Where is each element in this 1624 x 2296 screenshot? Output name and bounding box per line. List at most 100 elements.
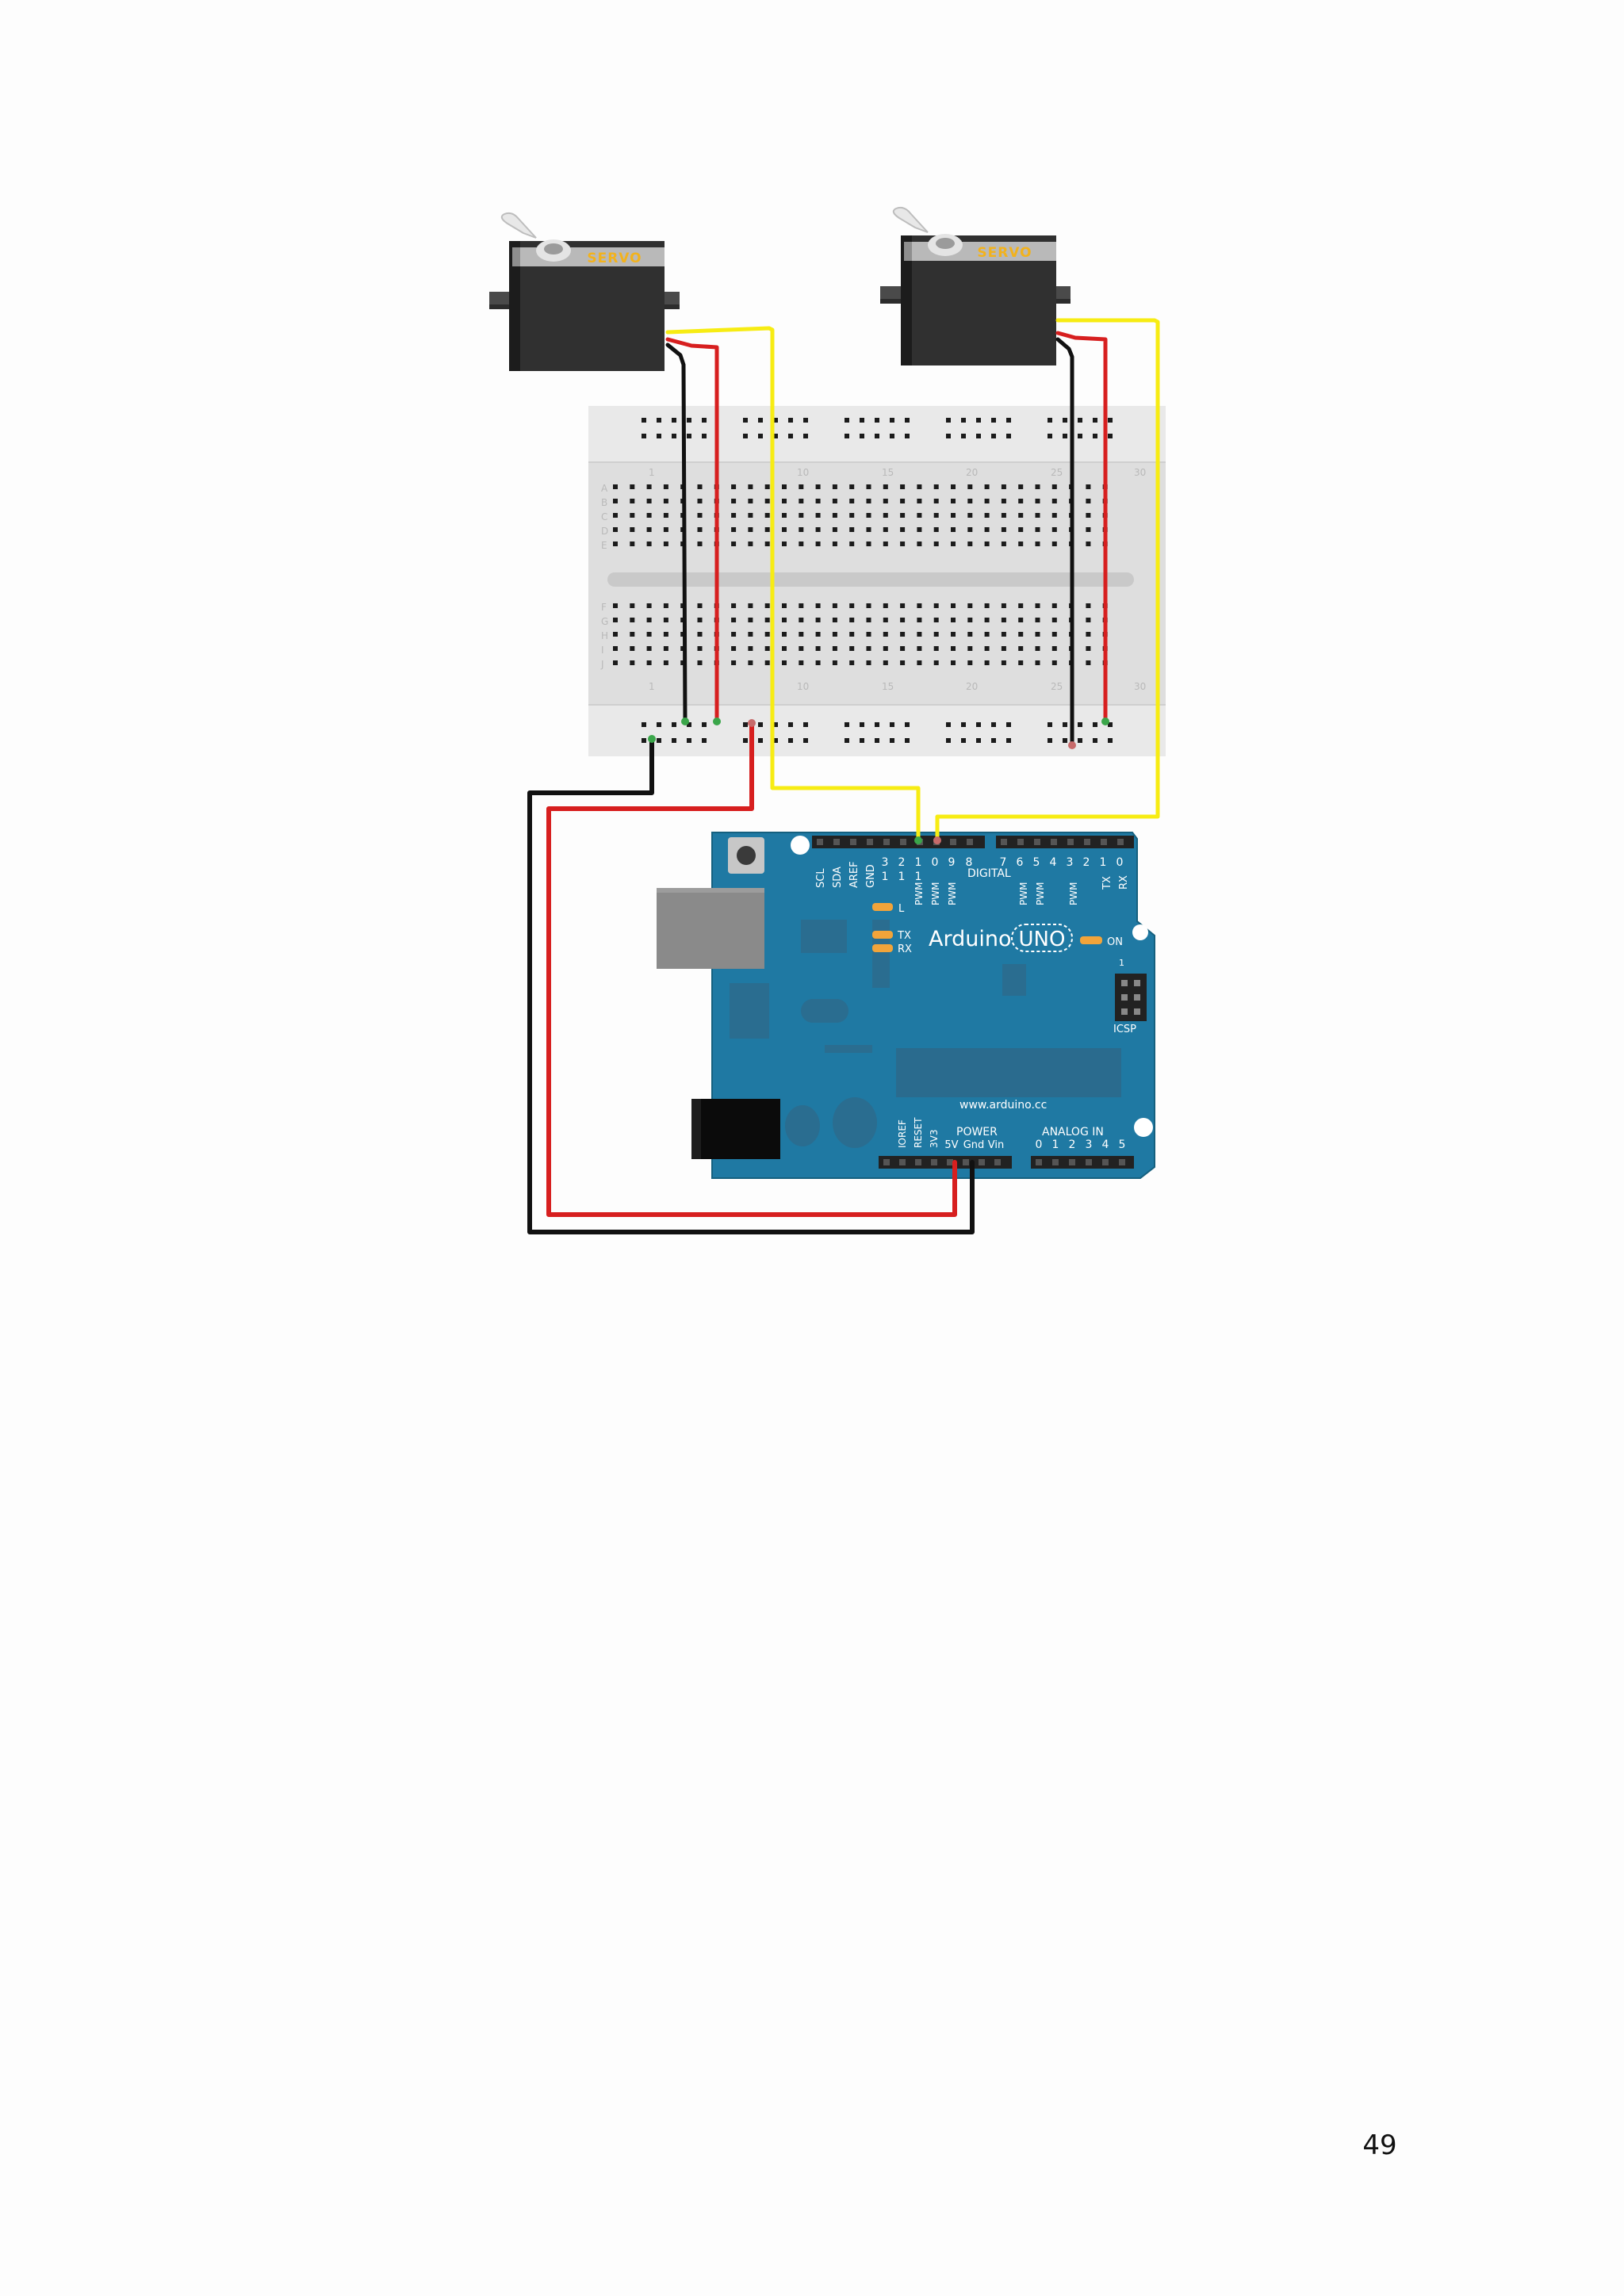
icsp-header [1115, 974, 1147, 1021]
wire-endpoints [648, 718, 1109, 844]
pin-label: 5 [1033, 856, 1040, 869]
column-number: 30 [1134, 681, 1146, 692]
breadboard-hole [900, 541, 906, 546]
rail-hole [860, 722, 864, 727]
column-number: 1 [649, 681, 655, 692]
breadboard-hole [1086, 603, 1091, 608]
breadboard-hole [782, 527, 787, 532]
breadboard-hole [764, 646, 770, 651]
row-letter: A [601, 483, 608, 494]
header-pin [1036, 1159, 1042, 1165]
breadboard-hole [849, 499, 855, 503]
rail-hole [672, 738, 676, 743]
breadboard-hole [630, 499, 635, 503]
breadboard-hole [951, 646, 956, 651]
row-letter: C [601, 511, 607, 522]
breadboard-hole [933, 484, 939, 489]
breadboard-hole [967, 527, 973, 532]
servo-label: SERVO [587, 251, 642, 266]
pin-label: PWM [1068, 882, 1079, 905]
rail-hole [1063, 418, 1067, 423]
breadboard-hole [646, 646, 652, 651]
rail-hole [875, 434, 879, 438]
breadboard-hole [697, 527, 703, 532]
breadboard-hole [1051, 618, 1057, 622]
header-pin [1001, 839, 1007, 845]
breadboard-hole [731, 603, 737, 608]
status-leds [872, 903, 1102, 952]
breadboard-hole [849, 632, 855, 637]
breadboard-hole [1035, 484, 1040, 489]
breadboard-hole [1035, 499, 1040, 503]
breadboard-hole [917, 603, 922, 608]
breadboard-hole [663, 632, 668, 637]
breadboard-hole [1001, 632, 1006, 637]
breadboard-hole [832, 499, 837, 503]
rail-hole [1063, 738, 1067, 743]
rail-hole [1078, 722, 1082, 727]
rail-hole [803, 434, 808, 438]
header-pin [817, 839, 823, 845]
breadboard-hole [1086, 541, 1091, 546]
breadboard-hole [933, 632, 939, 637]
rail-hole [743, 434, 748, 438]
pin-label: GND [865, 864, 877, 888]
breadboard-hole [646, 527, 652, 532]
pin-label: 0 [1036, 1138, 1043, 1151]
breadboard-hole [764, 499, 770, 503]
rail-hole [743, 722, 748, 727]
row-letter: B [601, 497, 607, 508]
breadboard-hole [832, 646, 837, 651]
breadboard-hole [883, 541, 888, 546]
breadboard-hole [1051, 660, 1057, 665]
rail-hole [860, 418, 864, 423]
analog-label: ANALOG IN [1042, 1126, 1104, 1138]
rail-hole [1048, 722, 1052, 727]
rail-hole [687, 434, 691, 438]
header-pin [1067, 839, 1074, 845]
breadboard-row-letters: A B C D E F G H I J [600, 483, 608, 670]
breadboard-hole [748, 660, 753, 665]
pin-label: 4 [1102, 1138, 1109, 1151]
rail-hole [702, 722, 707, 727]
rail-hole [642, 738, 646, 743]
breadboard-hole [1018, 484, 1024, 489]
rx-label: RX [898, 943, 912, 955]
pin-label: 0 [932, 856, 939, 869]
breadboard-hole [731, 660, 737, 665]
breadboard-hole [849, 527, 855, 532]
header-pin [1102, 1159, 1109, 1165]
row-letter: D [601, 526, 608, 537]
rail-hole [875, 722, 879, 727]
pin-label: SDA [832, 867, 844, 888]
header-pin [1051, 839, 1057, 845]
rail-hole [946, 434, 951, 438]
breadboard-hole [1001, 513, 1006, 518]
header-pin [947, 1159, 953, 1165]
breadboard-hole [782, 618, 787, 622]
breadboard-hole [1086, 660, 1091, 665]
on-led [1080, 936, 1102, 944]
breadboard-hole [967, 513, 973, 518]
header-pin [850, 839, 856, 845]
breadboard-hole [883, 513, 888, 518]
breadboard-hole [1018, 618, 1024, 622]
breadboard-hole [883, 499, 888, 503]
breadboard-hole [613, 632, 618, 637]
rail-hole [961, 738, 966, 743]
breadboard-hole [764, 513, 770, 518]
rail-hole [642, 722, 646, 727]
breadboard-hole [1018, 646, 1024, 651]
breadboard-hole [1086, 618, 1091, 622]
breadboard-hole [900, 618, 906, 622]
power-wire-right-servo [1055, 331, 1108, 724]
rail-hole [946, 738, 951, 743]
breadboard-hole [1051, 646, 1057, 651]
rail-hole [672, 722, 676, 727]
rail-hole [743, 418, 748, 423]
icsp-label: ICSP [1113, 1024, 1136, 1035]
icsp-pin [1121, 1008, 1128, 1015]
breadboard-hole [967, 646, 973, 651]
rail-hole [991, 722, 996, 727]
